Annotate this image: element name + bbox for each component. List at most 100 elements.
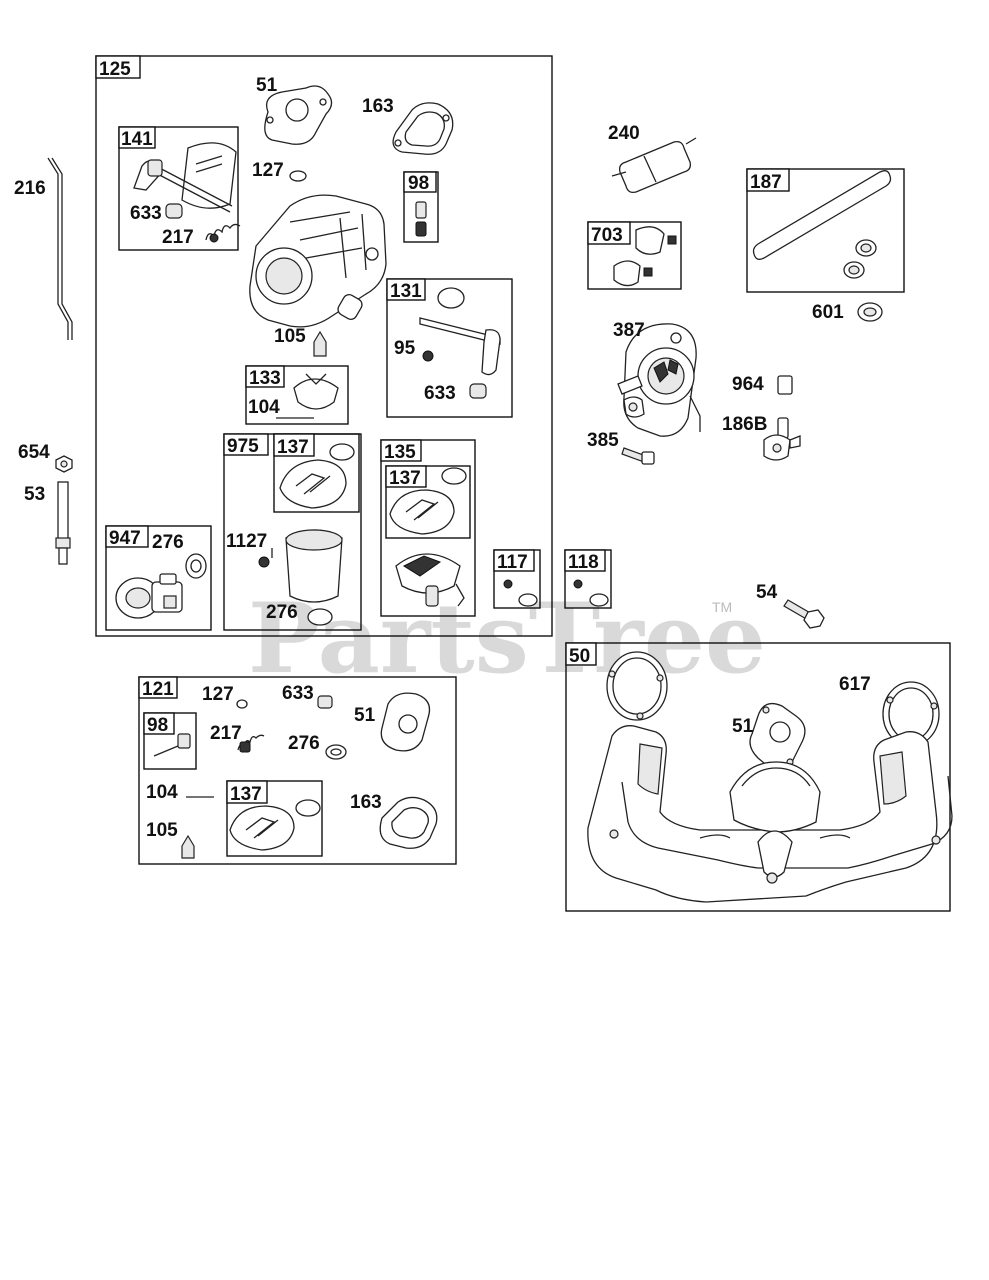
group-947-label: 947 bbox=[109, 528, 141, 549]
part-217-kit-label: 217 bbox=[210, 723, 242, 744]
group-131[interactable]: 131 bbox=[386, 278, 513, 418]
group-118-label: 118 bbox=[568, 552, 599, 573]
part-51-manifold-gasket[interactable]: 51 bbox=[732, 702, 806, 772]
group-133[interactable]: 133 104 bbox=[245, 365, 349, 425]
part-276-kit-washer[interactable]: 276 bbox=[288, 733, 347, 760]
part-276-washer-bowl[interactable]: 276 bbox=[266, 602, 333, 626]
group-50-label: 50 bbox=[569, 646, 590, 667]
part-617-seal-left[interactable] bbox=[606, 651, 668, 721]
part-104-kit-label: 104 bbox=[146, 782, 178, 803]
part-617-seal-right[interactable]: 617 bbox=[839, 674, 940, 747]
group-98-kit-label: 98 bbox=[147, 715, 168, 736]
part-186b-label: 186B bbox=[722, 414, 767, 435]
part-95-label: 95 bbox=[394, 338, 416, 359]
part-54-bolt[interactable]: 54 bbox=[756, 582, 825, 629]
part-127-kit-plug[interactable]: 127 bbox=[202, 684, 248, 709]
group-117[interactable]: 117 bbox=[493, 549, 541, 609]
group-703-label: 703 bbox=[591, 225, 623, 246]
part-276-washer[interactable]: 276 bbox=[152, 532, 207, 579]
part-964-label: 964 bbox=[732, 374, 764, 395]
part-385-label: 385 bbox=[587, 430, 619, 451]
carb-base-plate[interactable] bbox=[395, 553, 465, 607]
part-51-gasket[interactable]: 51 bbox=[256, 75, 333, 145]
group-137-b-label: 137 bbox=[389, 468, 421, 489]
group-98-top[interactable]: 98 bbox=[403, 171, 439, 243]
group-141-label: 141 bbox=[121, 129, 153, 150]
group-131-label: 131 bbox=[390, 281, 422, 302]
group-137-c[interactable]: 137 bbox=[226, 780, 323, 857]
group-703[interactable]: 703 bbox=[587, 221, 682, 290]
group-137-a[interactable]: 137 bbox=[273, 433, 360, 513]
part-1127-label: 1127 bbox=[226, 531, 267, 552]
group-125-label: 125 bbox=[99, 59, 131, 80]
watermark-trademark: TM bbox=[712, 599, 732, 615]
group-133-label: 133 bbox=[249, 368, 281, 389]
part-633-choke-label: 633 bbox=[424, 383, 456, 404]
part-385-screw[interactable]: 385 bbox=[587, 430, 655, 465]
group-137-a-label: 137 bbox=[277, 437, 309, 458]
part-601-clamp[interactable]: 601 bbox=[812, 302, 883, 323]
part-654-nut[interactable]: 654 bbox=[18, 442, 73, 473]
part-617-label: 617 bbox=[839, 674, 871, 695]
part-387-fuel-pump[interactable]: 387 bbox=[613, 320, 701, 437]
part-105-needle[interactable]: 105 bbox=[274, 326, 327, 357]
part-217-label: 217 bbox=[162, 227, 194, 248]
group-947[interactable]: 947 bbox=[105, 525, 212, 631]
part-127-label: 127 bbox=[252, 160, 284, 181]
group-975-label: 975 bbox=[227, 436, 259, 457]
part-127-plug[interactable]: 127 bbox=[252, 160, 307, 182]
part-51-kit-label: 51 bbox=[354, 705, 376, 726]
group-98-kit[interactable]: 98 bbox=[143, 712, 197, 770]
part-964-fitting[interactable]: 964 bbox=[732, 374, 793, 395]
intake-manifold[interactable] bbox=[587, 725, 953, 903]
part-53-label: 53 bbox=[24, 484, 45, 505]
group-135[interactable]: 135 bbox=[380, 439, 476, 617]
part-95-screw[interactable]: 95 bbox=[394, 338, 416, 359]
part-163-kit-gasket[interactable]: 163 bbox=[350, 792, 438, 849]
part-54-label: 54 bbox=[756, 582, 778, 603]
part-51-label: 51 bbox=[256, 75, 278, 96]
part-127-kit-label: 127 bbox=[202, 684, 234, 705]
carburetor-body[interactable] bbox=[249, 194, 387, 328]
group-121-label: 121 bbox=[142, 679, 174, 700]
part-601-label: 601 bbox=[812, 302, 844, 323]
part-217-kit-spring[interactable]: 217 bbox=[210, 723, 265, 753]
part-163-kit-label: 163 bbox=[350, 792, 382, 813]
float-bowl[interactable]: 1127 bbox=[226, 529, 343, 603]
part-633-bushing[interactable]: 633 bbox=[130, 203, 183, 224]
group-121[interactable]: 121 bbox=[138, 676, 457, 865]
part-654-label: 654 bbox=[18, 442, 50, 463]
part-276-label: 276 bbox=[152, 532, 184, 553]
part-240-fuel-filter[interactable]: 240 bbox=[608, 123, 697, 194]
part-163-gasket[interactable]: 163 bbox=[362, 96, 454, 155]
part-216-link-rod[interactable]: 216 bbox=[14, 157, 73, 340]
part-633-bushing-choke[interactable]: 633 bbox=[424, 383, 487, 404]
group-137-b[interactable]: 137 bbox=[385, 465, 471, 539]
part-163-label: 163 bbox=[362, 96, 394, 117]
part-240-label: 240 bbox=[608, 123, 640, 144]
part-51-manifold-label: 51 bbox=[732, 716, 754, 737]
part-276-kit-label: 276 bbox=[288, 733, 320, 754]
part-186b-elbow-fitting[interactable]: 186B bbox=[722, 414, 801, 461]
part-105-kit-needle[interactable]: 105 bbox=[146, 820, 195, 859]
group-50[interactable]: 50 bbox=[565, 642, 951, 912]
part-104-kit-pin[interactable]: 104 bbox=[146, 782, 214, 803]
group-117-label: 117 bbox=[497, 552, 528, 573]
part-104-label: 104 bbox=[248, 397, 280, 418]
watermark-text: PartsTree bbox=[248, 582, 766, 695]
part-51-kit-gasket[interactable]: 51 bbox=[354, 692, 431, 752]
group-187-label: 187 bbox=[750, 172, 782, 193]
group-125[interactable]: 125 bbox=[95, 55, 553, 637]
group-98-top-label: 98 bbox=[408, 173, 429, 194]
group-187[interactable]: 187 bbox=[746, 168, 905, 293]
part-633-kit-bushing[interactable]: 633 bbox=[282, 683, 333, 709]
group-141[interactable]: 141 bbox=[118, 126, 239, 251]
group-135-label: 135 bbox=[384, 442, 416, 463]
part-387-label: 387 bbox=[613, 320, 645, 341]
part-276-bowl-label: 276 bbox=[266, 602, 298, 623]
part-105-label: 105 bbox=[274, 326, 306, 347]
group-118[interactable]: 118 bbox=[564, 549, 612, 609]
part-217-spring[interactable]: 217 bbox=[162, 223, 241, 248]
part-53-stud[interactable]: 53 bbox=[24, 481, 71, 565]
